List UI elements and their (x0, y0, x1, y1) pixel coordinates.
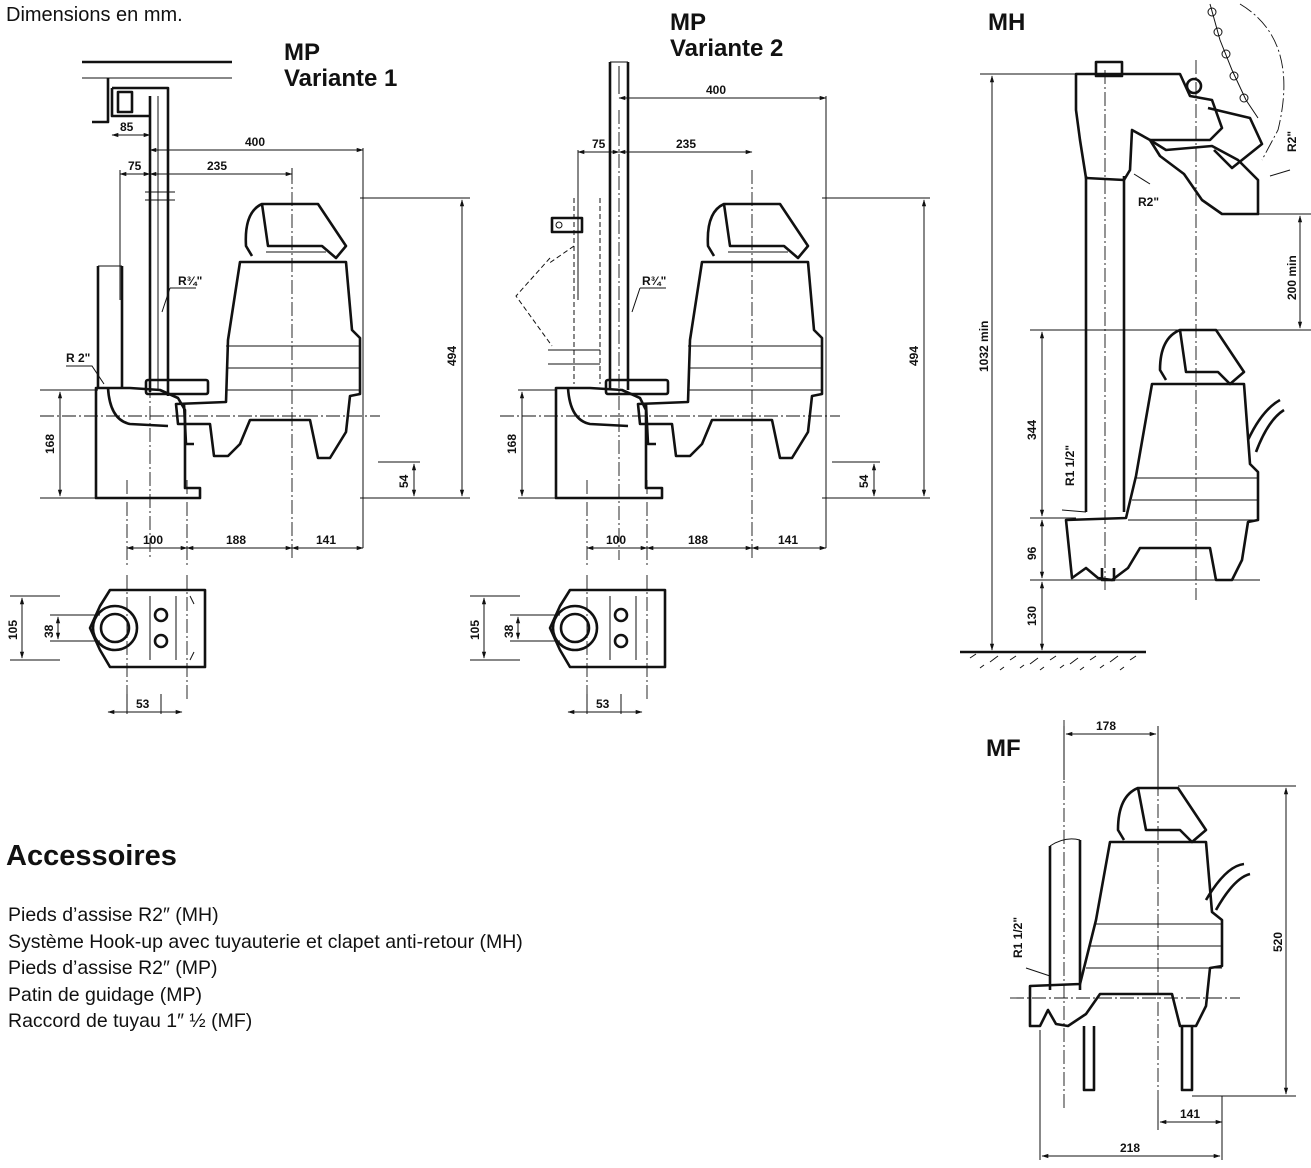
mp2-dim-100: 100 (606, 533, 626, 547)
mh-dim-200-min: 200 min (1285, 255, 1299, 300)
mh-dim-344: 344 (1025, 420, 1039, 440)
mp-variante-2-title-line1: MP (670, 9, 706, 36)
accessory-item: Raccord de tuyau 1″ ½ (MF) (8, 1010, 253, 1032)
mp1-dim-188: 188 (226, 533, 246, 547)
mp2-dim-400: 400 (706, 83, 726, 97)
mp2-dim-494: 494 (907, 346, 921, 366)
mh-drawing (960, 3, 1311, 671)
accessory-item: Pieds d’assise R2″ (MH) (8, 904, 219, 926)
mp2-dim-235: 235 (676, 137, 696, 151)
mp1-dim-141: 141 (316, 533, 336, 547)
mp2-dim-188: 188 (688, 533, 708, 547)
mp-variante-1-title: MP Variante 1 (284, 40, 397, 92)
mp1-dim-75: 75 (128, 159, 142, 173)
mp-variante-1-title-line2: Variante 1 (284, 65, 398, 92)
accessory-item: Pieds d’assise R2″ (MP) (8, 957, 218, 979)
mp1-dim-235: 235 (207, 159, 227, 173)
mp1-label-r34: R¾" (178, 274, 202, 288)
mp-variante-1-drawing (10, 60, 470, 715)
mp2-dim-105: 105 (468, 620, 482, 640)
accessory-item: Système Hook-up avec tuyauterie et clape… (8, 930, 523, 953)
mp1-dim-168: 168 (43, 434, 57, 454)
mf-dim-141: 141 (1180, 1107, 1200, 1121)
mh-dim-96: 96 (1025, 546, 1039, 560)
mp1-dim-100: 100 (143, 533, 163, 547)
mh-title: MH (988, 9, 1026, 36)
mp-variante-2-title-line2: Variante 2 (670, 35, 784, 62)
mf-title: MF (986, 735, 1021, 762)
mp1-dim-53: 53 (136, 697, 150, 711)
accessory-item: Patin de guidage (MP) (8, 983, 203, 1006)
floor-hatch (969, 653, 1137, 671)
mp-variante-2-drawing (470, 61, 930, 715)
mp1-dim-494: 494 (445, 346, 459, 366)
accessories-list: Pieds d’assise R2″ (MH) Système Hook-up … (8, 902, 523, 1035)
mp2-dim-38: 38 (502, 624, 516, 638)
mh-label-r2-top: R2" (1285, 131, 1299, 152)
mf-label-r112: R1 1/2" (1011, 917, 1025, 958)
mp1-label-r2: R 2" (66, 351, 90, 365)
mh-label-r2-pipe: R2" (1138, 195, 1159, 209)
mp-variante-1-title-line1: MP (284, 39, 320, 66)
mp2-dim-54: 54 (857, 474, 871, 488)
mp1-dim-85: 85 (120, 120, 134, 134)
mp-variante-2-title: MP Variante 2 (670, 10, 783, 62)
mp1-dim-400: 400 (245, 135, 265, 149)
mp1-dim-38: 38 (42, 624, 56, 638)
mp2-label-r34: R¾" (642, 274, 666, 288)
mf-dim-218: 218 (1120, 1141, 1140, 1155)
mh-dim-1032-min: 1032 min (977, 321, 991, 372)
mf-drawing (1010, 720, 1296, 1160)
mp2-dim-53: 53 (596, 697, 610, 711)
mh-dim-130: 130 (1025, 606, 1039, 626)
mp1-dim-54: 54 (397, 474, 411, 488)
mp2-dim-168: 168 (505, 434, 519, 454)
mp2-dim-75: 75 (592, 137, 606, 151)
accessories-heading: Accessoires (6, 840, 177, 872)
mp1-dim-105: 105 (6, 620, 20, 640)
mf-dim-520: 520 (1271, 932, 1285, 952)
mp2-dim-141: 141 (778, 533, 798, 547)
units-note: Dimensions en mm. (6, 4, 183, 26)
mh-label-r112: R1 1/2" (1063, 445, 1077, 486)
mf-dim-178: 178 (1096, 719, 1116, 733)
